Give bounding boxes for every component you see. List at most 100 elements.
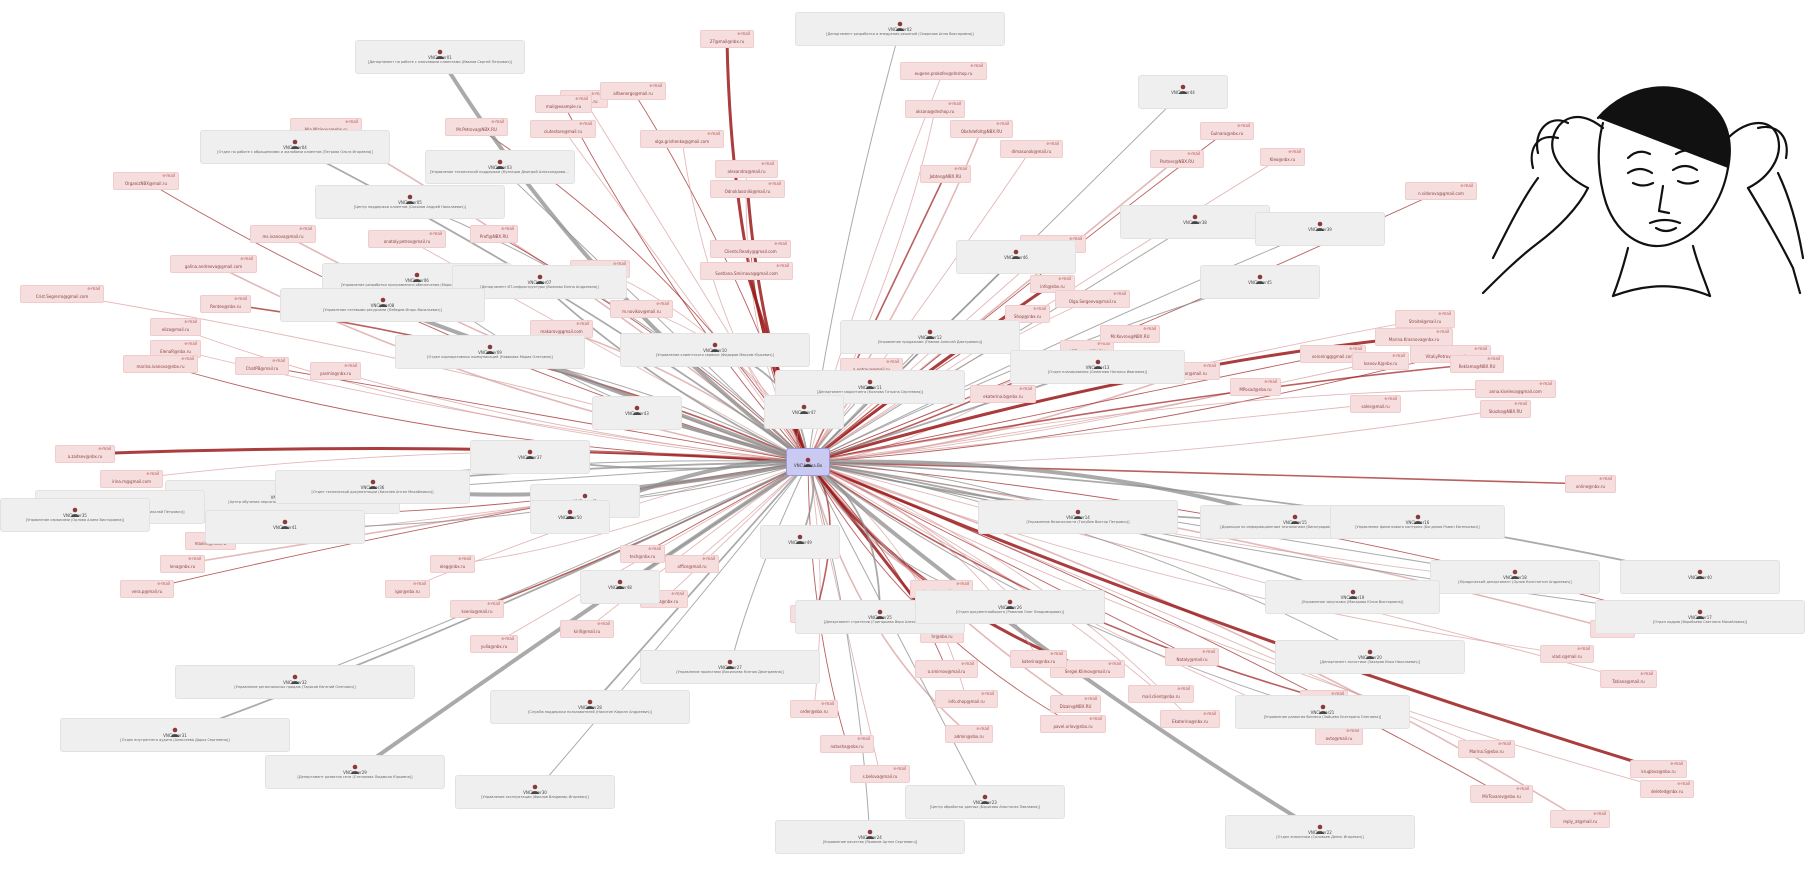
user-node[interactable]: VNC\user16[Управление финансового контро… xyxy=(1330,505,1505,539)
user-node[interactable]: VNC\user39 xyxy=(1255,212,1385,246)
user-node[interactable]: VNC\user35[Управление сервисами (Орлова … xyxy=(0,498,150,532)
user-node[interactable]: VNC\user03[Управление технической поддер… xyxy=(425,150,575,184)
user-node[interactable]: VNC\user05[Центр поддержки клиентов (Сок… xyxy=(315,185,505,219)
user-node[interactable]: VNC\user40 xyxy=(1620,560,1780,594)
user-node[interactable]: VNC\user18[Юридический департамент (Орло… xyxy=(1430,560,1600,594)
user-node[interactable]: VNC\user23[Центр обработки данных (Борис… xyxy=(905,785,1065,819)
user-node[interactable]: VNC\user10[Управление клиентского сервис… xyxy=(620,333,810,367)
user-node[interactable]: VNC\user50 xyxy=(530,500,610,534)
user-node[interactable]: VNC\user31[Отдел внутреннего аудита (Але… xyxy=(60,718,290,752)
user-node[interactable]: VNC\user04[Отдел по работе с обращениями… xyxy=(200,130,390,164)
user-node[interactable]: VNC\user08[Управление сетевыми ресурсами… xyxy=(280,288,485,322)
user-node[interactable]: VNC\user22[Отдел аналитики (Соловьев Ден… xyxy=(1225,815,1415,849)
user-node[interactable]: VNC\user49 xyxy=(760,525,840,559)
user-node[interactable]: VNC\user37 xyxy=(470,440,590,474)
user-node[interactable]: VNC\user19[Управление закупками (Макаров… xyxy=(1265,580,1440,614)
user-node[interactable]: VNC\user02[Департамент разработки и внед… xyxy=(795,12,1005,46)
center-user-node[interactable]: VNC\Larisa.Bo xyxy=(786,448,830,476)
user-node[interactable]: VNC\user38 xyxy=(1120,205,1270,239)
user-node[interactable]: VNC\user13[Отдел планирования (Семенова … xyxy=(1010,350,1185,384)
user-node[interactable]: VNC\user24[Управление качества (Яковлев … xyxy=(775,820,965,854)
user-node[interactable]: VNC\user29[Департамент развития сети (Ст… xyxy=(265,755,445,789)
user-node[interactable]: VNC\user47 xyxy=(764,395,844,429)
user-node[interactable]: VNC\user44 xyxy=(1138,75,1228,109)
user-node[interactable]: VNC\user28[Служба поддержки пользователе… xyxy=(490,690,690,724)
user-node[interactable]: VNC\user21[Управление развития бизнеса (… xyxy=(1235,695,1410,729)
user-node[interactable]: VNC\user45 xyxy=(1200,265,1320,299)
user-node[interactable]: VNC\user36[Отдел технической документаци… xyxy=(275,470,470,504)
user-node[interactable]: VNC\user01[Департамент по работе с ключе… xyxy=(355,40,525,74)
user-node[interactable]: VNC\user46 xyxy=(956,240,1076,274)
user-node[interactable]: VNC\user26[Отдел документооборота (Роман… xyxy=(915,590,1105,624)
